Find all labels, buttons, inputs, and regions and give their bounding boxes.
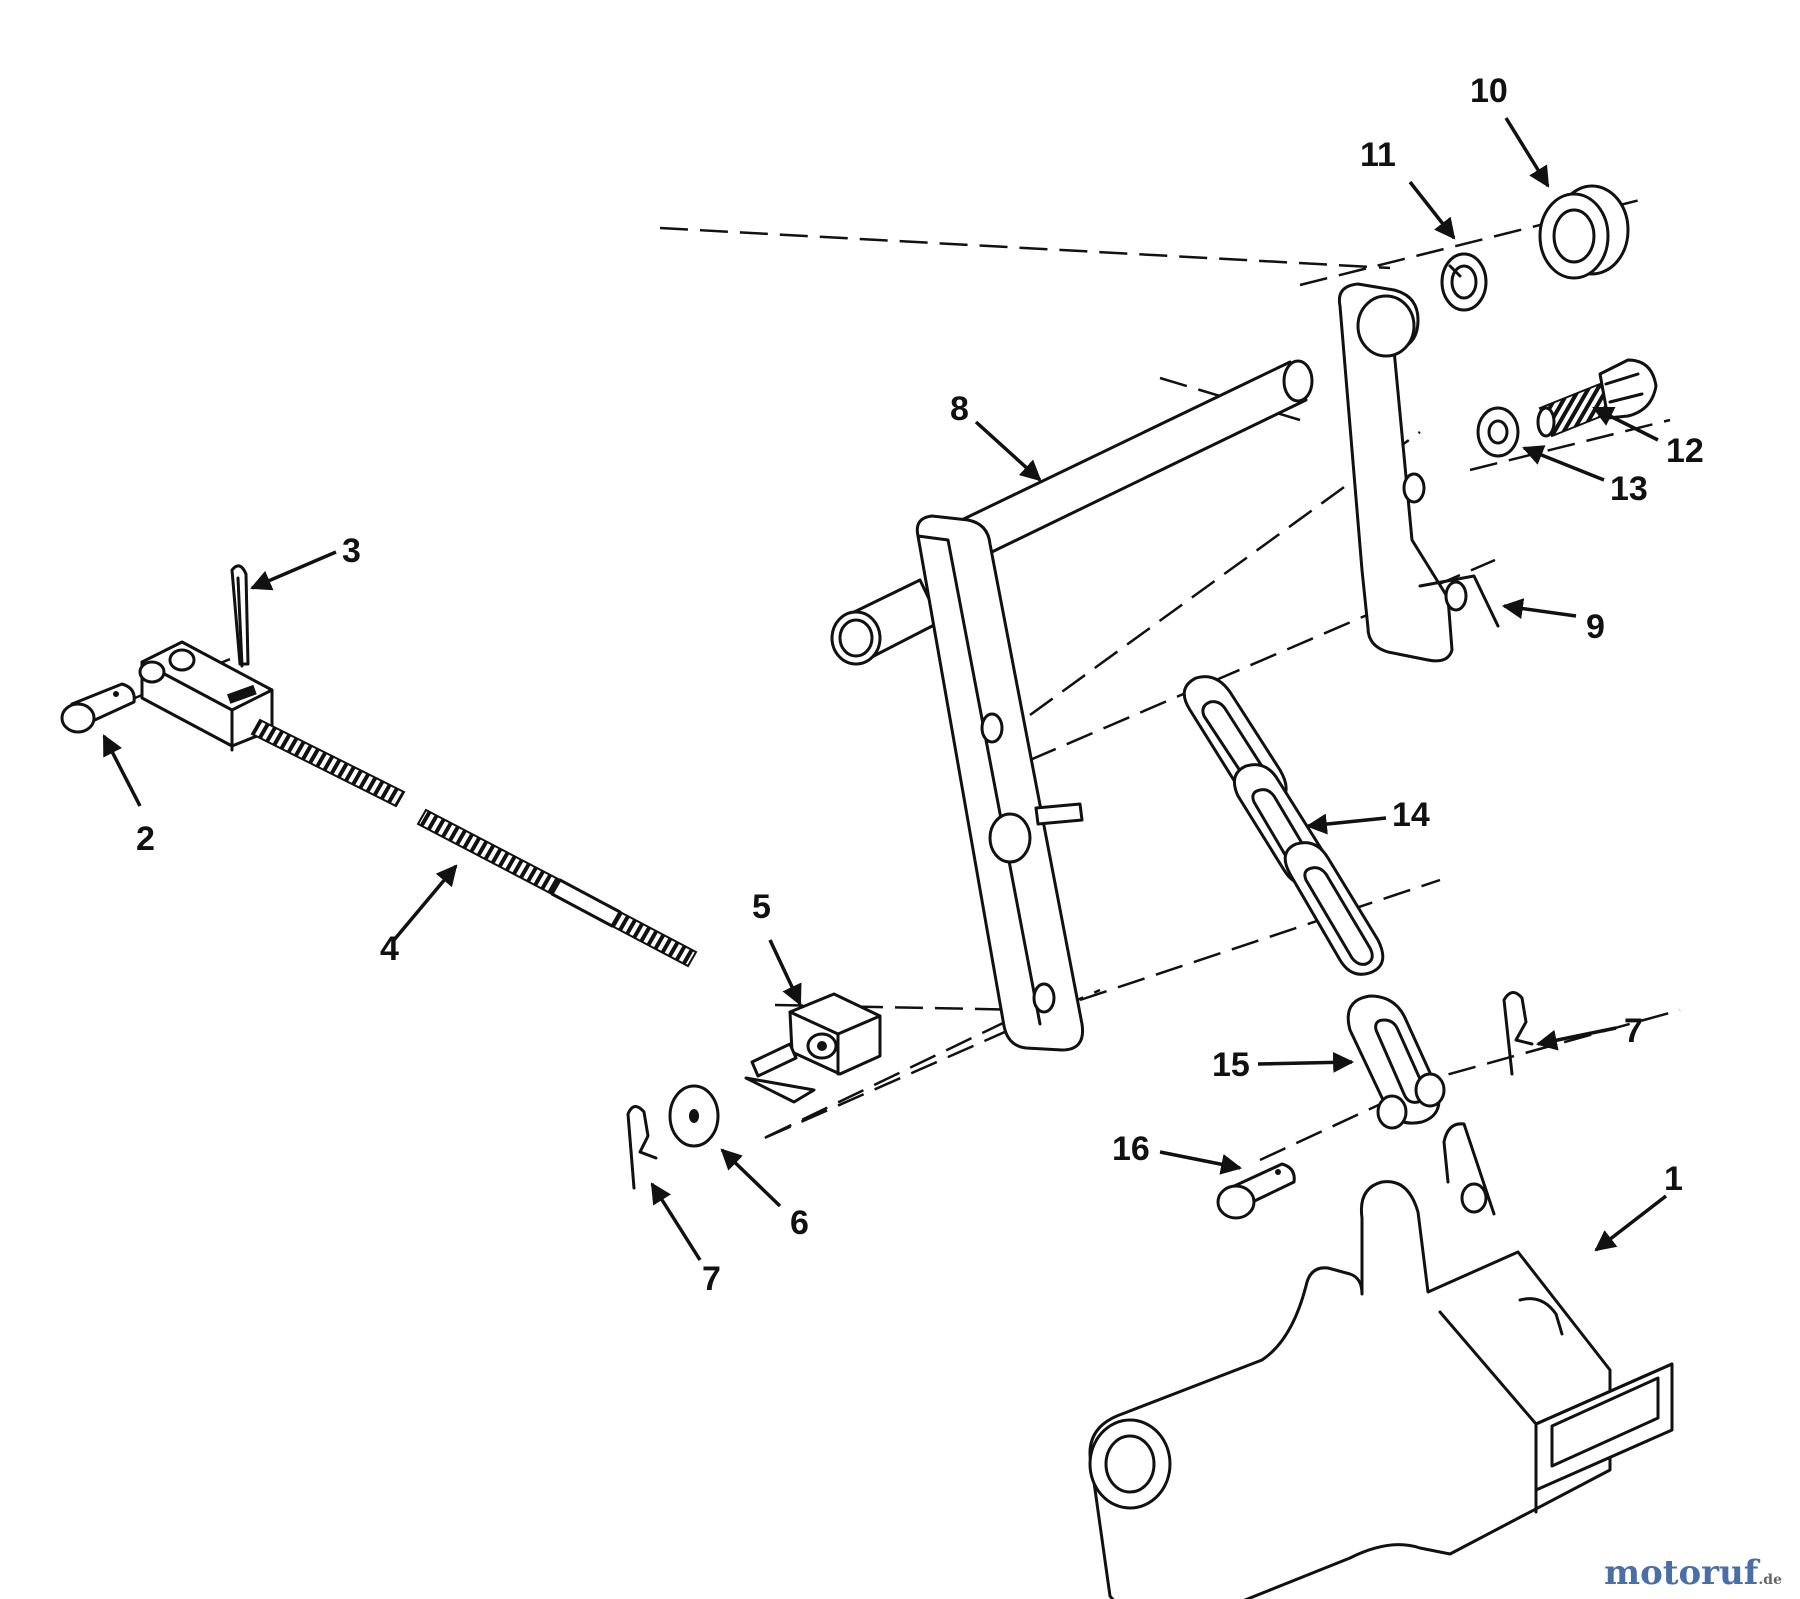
callout-15: 15 xyxy=(1212,1046,1250,1084)
part-rockshaft-lever xyxy=(830,359,1314,1052)
callout-14: 14 xyxy=(1392,796,1430,834)
part-bushing xyxy=(1538,184,1630,280)
callout-6: 6 xyxy=(790,1204,809,1242)
part-drawbar-hitch xyxy=(1088,1122,1674,1599)
part-hair-pin-right xyxy=(1502,991,1534,1076)
part-clevis-yoke xyxy=(138,640,274,752)
part-threaded-rod xyxy=(250,718,698,968)
callout-3: 3 xyxy=(342,532,361,570)
part-swivel-block xyxy=(744,992,882,1104)
callouts: 1 2 3 4 5 6 7 7 8 9 10 11 12 13 14 15 16 xyxy=(136,72,1704,1298)
callout-16: 16 xyxy=(1112,1130,1150,1168)
part-bolt xyxy=(1536,358,1658,438)
part-clevis-pin xyxy=(60,682,136,734)
leader-arrows xyxy=(102,117,1668,1261)
callout-8: 8 xyxy=(950,390,969,428)
watermark-tld: .de xyxy=(1758,1572,1782,1588)
callout-12: 12 xyxy=(1666,432,1704,470)
part-washer-left xyxy=(668,1084,720,1148)
part-retaining-ring xyxy=(1440,252,1488,312)
callout-11: 11 xyxy=(1360,136,1396,174)
part-lever-bracket xyxy=(1337,282,1500,663)
callout-9: 9 xyxy=(1586,608,1605,646)
part-chain xyxy=(1182,675,1385,976)
callout-5: 5 xyxy=(752,888,771,926)
part-cotter-pin xyxy=(230,564,250,668)
assembly-lines xyxy=(129,198,1681,1162)
part-link-plate xyxy=(1346,994,1446,1130)
part-hair-pin-left xyxy=(626,1105,658,1190)
watermark-text: motoruf xyxy=(1604,1553,1759,1593)
part-lock-washer xyxy=(1476,406,1520,458)
callout-7-right: 7 xyxy=(1624,1012,1643,1050)
callout-13: 13 xyxy=(1610,470,1648,508)
callout-7-left: 7 xyxy=(702,1260,721,1298)
watermark-logo: motoruf.de xyxy=(1604,1553,1782,1593)
part-clevis-pin-lower xyxy=(1216,1162,1296,1220)
callout-2: 2 xyxy=(136,820,155,858)
callout-4: 4 xyxy=(380,930,399,968)
callout-10: 10 xyxy=(1470,72,1508,110)
callout-1: 1 xyxy=(1664,1160,1683,1198)
